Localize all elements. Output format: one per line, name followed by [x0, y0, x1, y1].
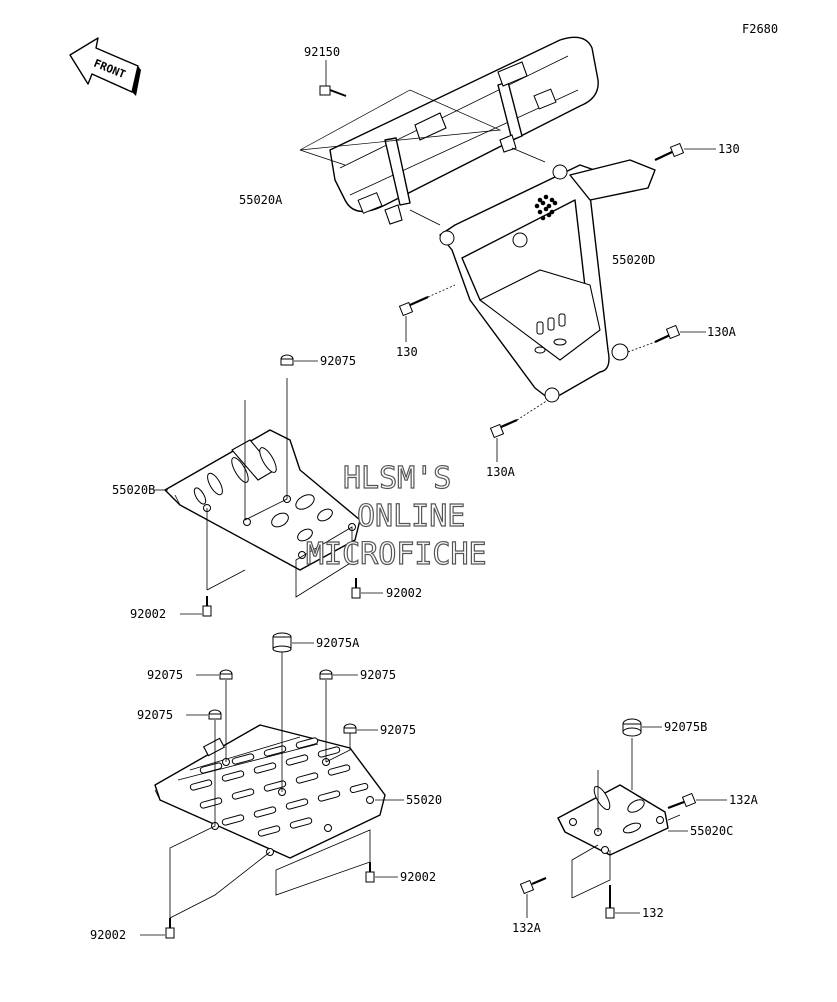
callout-132: 132: [642, 906, 664, 920]
callout-130-mid: 130: [396, 345, 418, 359]
mounting-lines-55020C: [571, 738, 681, 899]
front-arrow-icon: FRONT: [69, 37, 141, 96]
callout-55020B: 55020B: [112, 483, 155, 497]
nut-92075-a: [280, 354, 318, 366]
callout-130A-right: 130A: [707, 325, 737, 339]
callout-92150: 92150: [304, 45, 340, 59]
bolt-132A-b: [519, 876, 547, 918]
bolt-130A-right: [627, 324, 706, 353]
vent-pattern: [534, 194, 558, 221]
callout-55020C: 55020C: [690, 824, 733, 838]
callout-92002-a: 92002: [130, 607, 166, 621]
callout-92002-b: 92002: [386, 586, 422, 600]
bolt-132A-a: [667, 792, 727, 810]
callout-92002-c: 92002: [400, 870, 436, 884]
watermark-line-2: ONLINE: [357, 499, 465, 534]
callout-92075-d: 92075: [137, 708, 173, 722]
mounting-lines-55020: [169, 652, 371, 919]
grid-slots: [189, 737, 369, 837]
callout-92075-c: 92075: [360, 668, 396, 682]
nut-92075-c: [319, 669, 358, 680]
callout-132A-a: 132A: [729, 793, 759, 807]
bolt-130-top: [654, 142, 716, 161]
bolt-92002-d: [140, 918, 175, 939]
nut-92075-e: [343, 723, 378, 734]
bolt-92002-c: [365, 862, 398, 883]
callout-labels: 92150 55020A 130 55020D 130 130A 130A 92…: [90, 45, 759, 942]
bolt-130A-low: [489, 399, 549, 462]
nut-92075-b: [196, 669, 233, 680]
bolt-130-mid: [398, 284, 456, 342]
callout-130-top: 130: [718, 142, 740, 156]
callout-92075-a: 92075: [320, 354, 356, 368]
watermark: HLSM'S ONLINE MICROFICHE: [305, 460, 487, 572]
callout-92075-b: 92075: [147, 668, 183, 682]
callout-92002-d: 92002: [90, 928, 126, 942]
callout-92075-e: 92075: [380, 723, 416, 737]
callout-130A-low: 130A: [486, 465, 516, 479]
figure-number: F2680: [742, 22, 778, 36]
callout-55020: 55020: [406, 793, 442, 807]
bolt-92150: [319, 60, 347, 97]
watermark-line-3: MICROFICHE: [306, 537, 487, 572]
bracket-55020C: [557, 784, 669, 856]
nut-92075A: [272, 632, 314, 653]
nut-92075-d: [186, 709, 222, 720]
bolt-92002-b: [351, 578, 383, 599]
mounting-lines-55020B: [206, 378, 353, 598]
cap-92075B: [622, 718, 662, 737]
callout-92075B: 92075B: [664, 720, 707, 734]
bolt-132: [605, 885, 640, 919]
front-guard-55020A: [329, 36, 599, 225]
watermark-line-1: HLSM'S: [343, 461, 451, 496]
callout-55020D: 55020D: [612, 253, 655, 267]
skid-plate-55020B: [164, 429, 361, 571]
callout-55020A: 55020A: [239, 193, 283, 207]
bolt-92002-a: [180, 596, 212, 617]
frame-bracket-55020D: [439, 159, 656, 403]
callout-132A-b: 132A: [512, 921, 542, 935]
skid-plate-55020: [154, 724, 386, 859]
callout-92075A: 92075A: [316, 636, 360, 650]
